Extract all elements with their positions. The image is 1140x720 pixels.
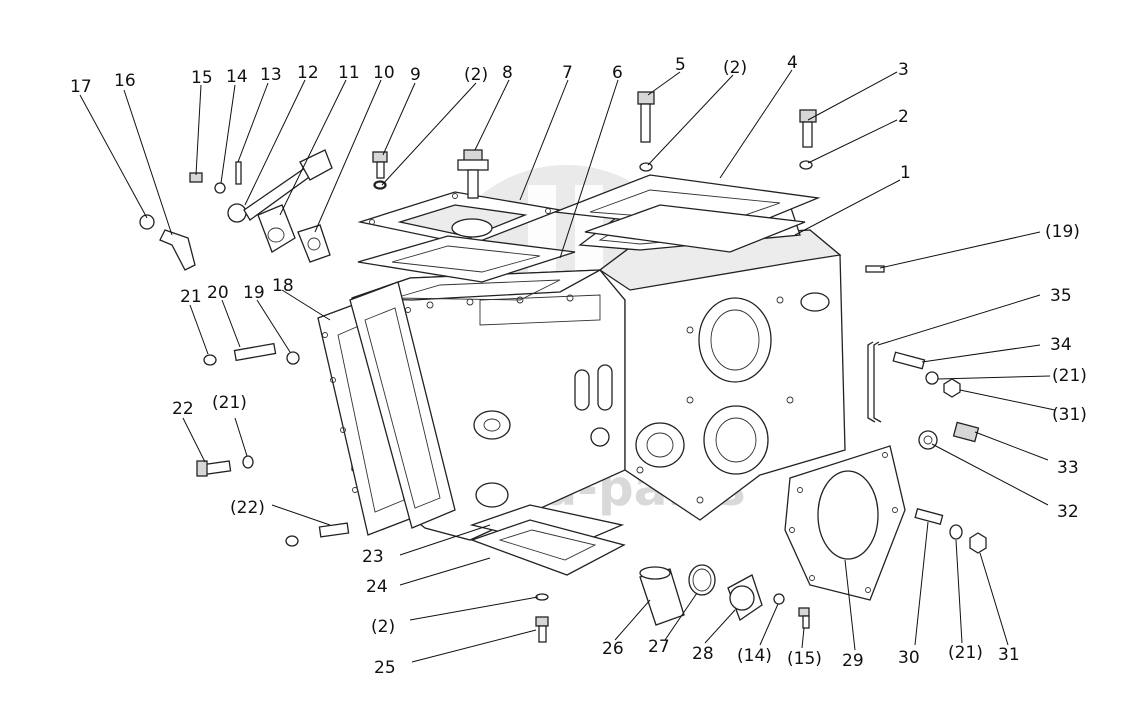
callout-28: 28 [692,644,714,664]
bolt-25 [535,593,549,643]
callout-14: 14 [226,67,248,87]
callout-10: 10 [373,63,395,83]
callout-31: 31 [998,645,1020,665]
callout-20: 20 [207,283,229,303]
callout-17: 17 [70,77,92,97]
callout-12: 12 [297,63,319,83]
nut-31b [943,378,961,398]
callout-9: 9 [410,65,421,85]
leader-lines [79,69,1056,663]
washer-21c [949,524,963,540]
callout-30: 30 [898,648,920,668]
flange-28 [727,574,763,622]
callout-21c: (21) [948,643,983,663]
side-cover-frame [349,281,456,529]
callout-11: 11 [338,63,360,83]
callout-14b: (14) [737,646,772,666]
callout-16: 16 [114,71,136,91]
stud-30 [914,507,944,525]
callout-21a: (21) [212,393,247,413]
callout-4: 4 [787,53,798,73]
callout-27: 27 [648,637,670,657]
callout-23: 23 [362,547,384,567]
callout-35: 35 [1050,286,1072,306]
callout-7: 7 [562,63,573,83]
callout-2b: (2) [723,58,747,78]
callout-21b: (21) [1052,366,1087,386]
callout-19b: (19) [1045,222,1080,242]
bolt-22b [285,522,350,547]
callout-33: 33 [1057,458,1079,478]
callout-24: 24 [366,577,388,597]
bushing-26 [639,566,685,626]
callout-15b: (15) [787,649,822,669]
callout-1: 1 [900,163,911,183]
right-top-gasket-2 [584,204,806,253]
callout-6: 6 [612,63,623,83]
callout-32: 32 [1057,502,1079,522]
callout-22b: (22) [230,498,265,518]
callout-26: 26 [602,639,624,659]
dowel-pin-19b [865,265,885,273]
bolt-3 [799,109,817,170]
bolt-22 [196,455,254,477]
callout-13: 13 [260,65,282,85]
washer-32 [918,430,938,450]
callout-2a: (2) [464,65,488,85]
bottom-cover [470,519,626,576]
nut-31 [969,532,987,554]
o-ring-27 [688,564,716,596]
callout-31b: (31) [1052,405,1087,425]
callout-2c: (2) [371,617,395,637]
bolt-15b [798,607,810,629]
callout-8: 8 [502,63,513,83]
clip-35 [867,341,882,423]
top-gasket [357,235,576,283]
plug-33 [952,421,980,443]
rear-gasket [784,445,906,601]
washer-21b [925,371,939,385]
bolt-5 [637,91,655,172]
callout-22: 22 [172,399,194,419]
callout-19: 19 [243,283,265,303]
callout-21: 21 [180,287,202,307]
callout-18: 18 [272,276,294,296]
callout-labels: 17 16 15 14 13 12 11 10 9 (2) 8 7 6 5 (2… [70,53,1087,678]
stud-20 [203,342,300,366]
callout-5: 5 [675,55,686,75]
callout-3: 3 [898,60,909,80]
breather-plug [457,149,489,199]
callout-34: 34 [1050,335,1072,355]
callout-25: 25 [374,658,396,678]
stud-34 [892,351,926,370]
washer-2a [374,181,386,189]
callout-29: 29 [842,651,864,671]
washer-14b [773,593,785,605]
callout-2: 2 [898,107,909,127]
callout-15: 15 [191,68,213,88]
